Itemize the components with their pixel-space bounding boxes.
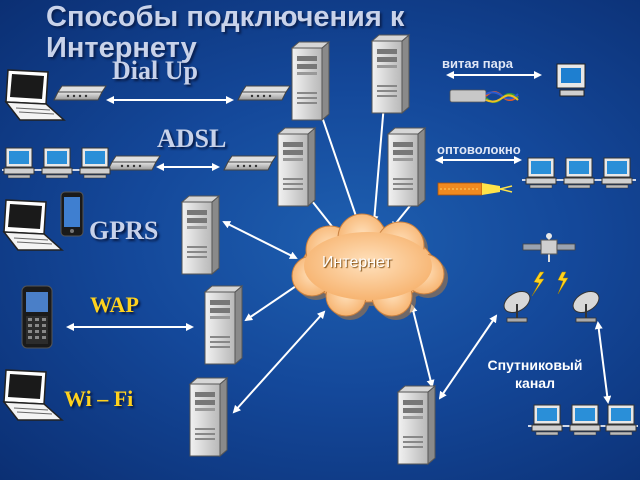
satellite-channel-label: Спутниковый канал: [470, 356, 600, 392]
twisted-pair-cable-icon: [449, 89, 519, 103]
server-icon: [204, 285, 243, 365]
label-twisted-pair: витая пара: [442, 56, 514, 71]
server-icon: [189, 377, 228, 457]
label-fiber: оптоволокно: [437, 142, 521, 157]
satellite-dish-icon: [568, 286, 604, 323]
dialup-modem-icon: [237, 85, 291, 101]
server-icon: [397, 385, 436, 465]
desktop-computer-icon: [556, 63, 586, 97]
pc-network-icon: [522, 157, 636, 189]
label-wap: WAP: [90, 292, 139, 317]
signal-bolt-icon: [531, 271, 569, 297]
page-title: Способы подключения к Интернету: [46, 2, 404, 64]
title-line-2: Интернету: [46, 32, 197, 64]
server-icon: [181, 195, 220, 275]
label-dialup: Dial Up: [112, 56, 198, 85]
pc-network-icon: [2, 147, 111, 179]
adsl-modem-icon: [223, 155, 277, 171]
adsl-modem-icon: [107, 155, 161, 171]
laptop-icon: [3, 369, 63, 421]
satellite-dish-icon: [499, 286, 535, 323]
connection-arrows: [66, 71, 612, 414]
title-line-1: Способы подключения к: [46, 1, 405, 33]
internet-cloud-label: Интернет: [322, 254, 392, 271]
server-icon: [277, 127, 316, 207]
fiber-cable-icon: [437, 182, 513, 196]
smartphone-icon: [21, 285, 53, 349]
pc-network-icon: [528, 404, 638, 436]
label-gprs: GPRS: [89, 216, 159, 245]
satellite-label-line-2: канал: [515, 375, 555, 391]
satellite-icon: [522, 233, 576, 262]
label-adsl: ADSL: [157, 124, 227, 153]
smartphone-icon: [60, 191, 84, 237]
satellite-label-line-1: Спутниковый: [487, 357, 583, 373]
dialup-modem-icon: [53, 85, 107, 101]
server-icon: [387, 127, 426, 207]
label-wifi: Wi – Fi: [64, 386, 134, 411]
internet-cloud: [291, 213, 448, 320]
laptop-icon: [3, 199, 63, 251]
laptop-icon: [5, 69, 65, 121]
